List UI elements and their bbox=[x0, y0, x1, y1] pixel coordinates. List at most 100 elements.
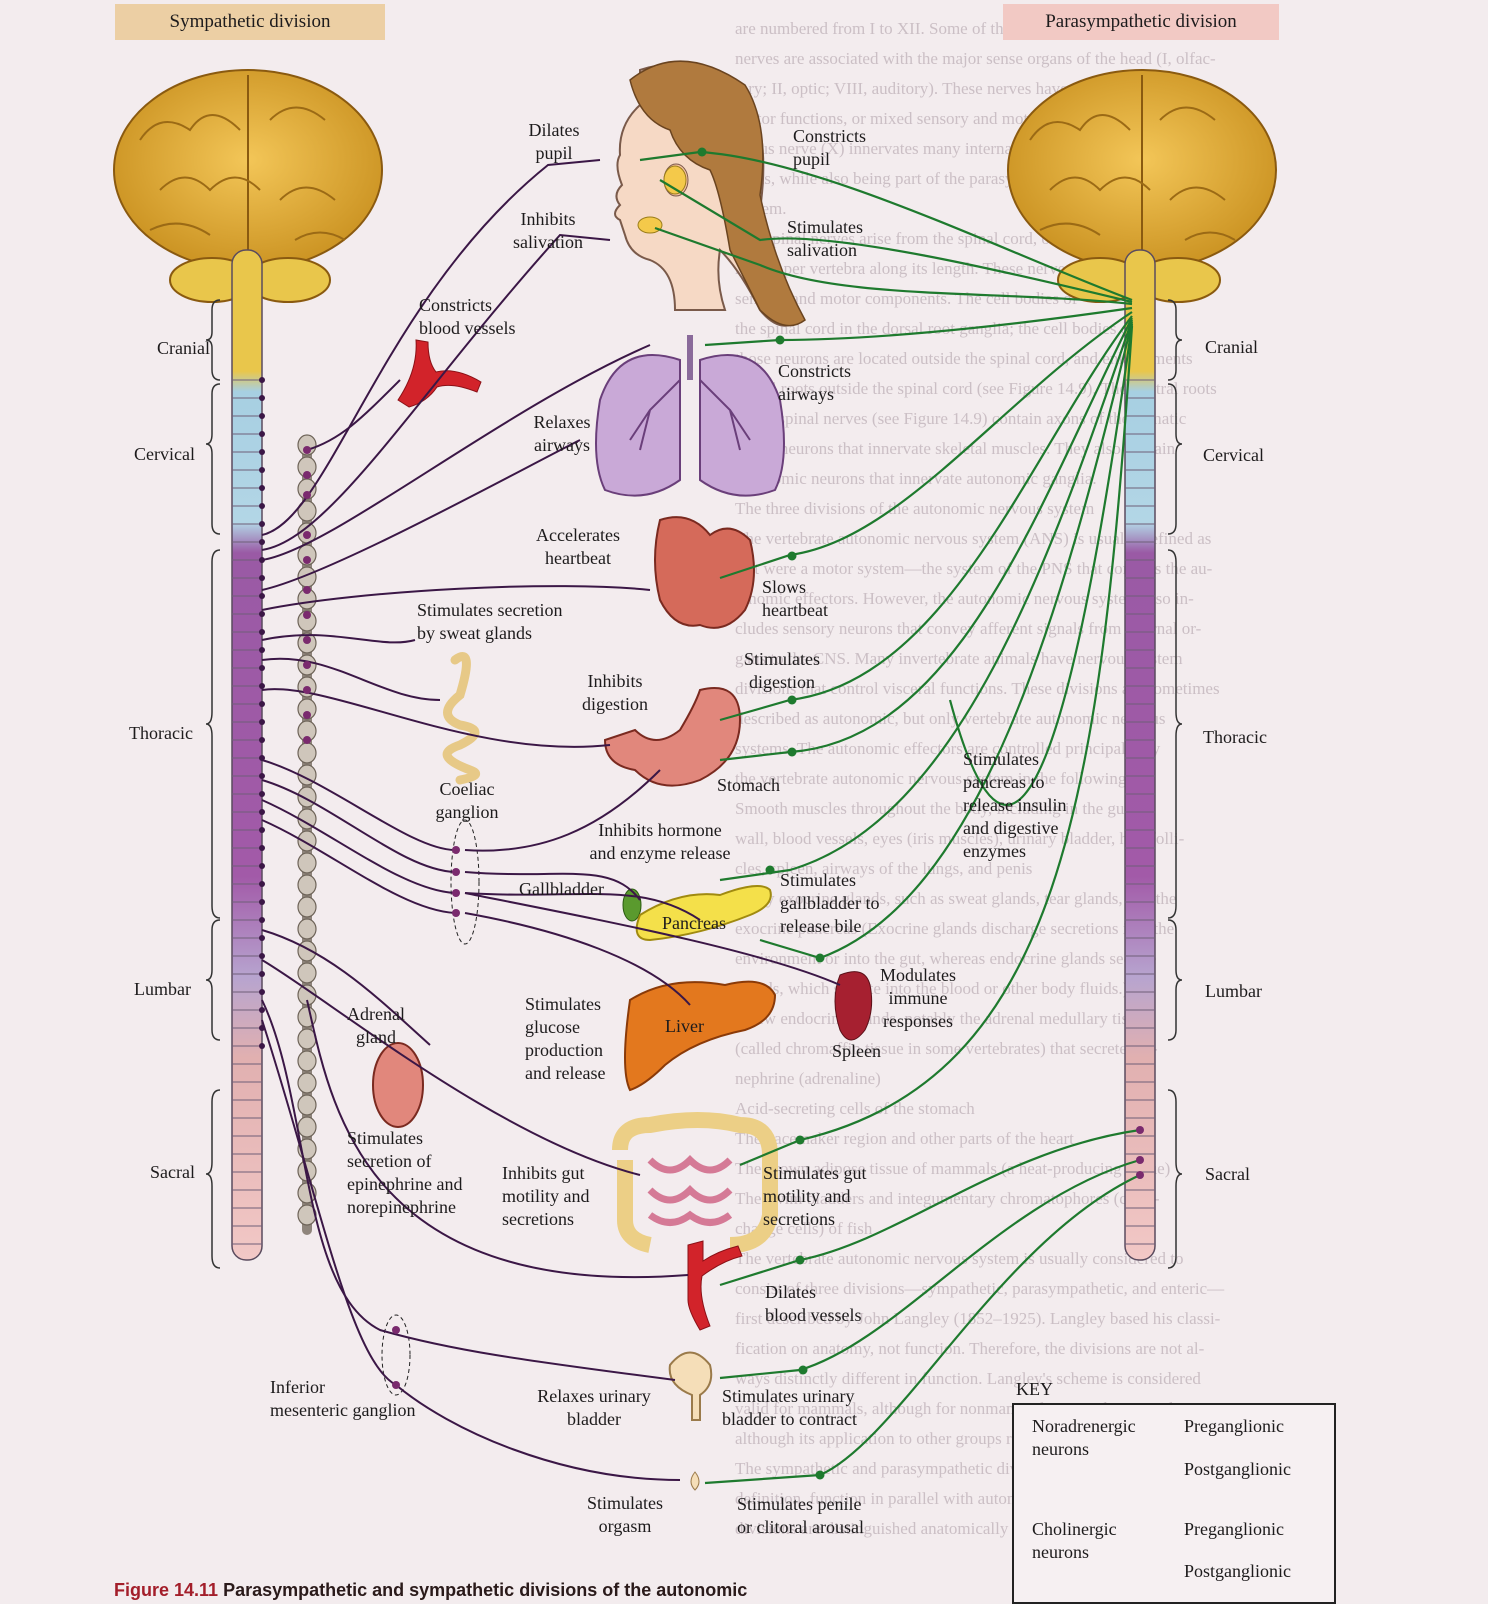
preganglionic-node bbox=[452, 868, 460, 876]
parasympathetic-nerve bbox=[739, 325, 1134, 1167]
preganglionic-node bbox=[303, 611, 311, 619]
cord-exit-node bbox=[259, 989, 265, 995]
label-liver: Liver bbox=[665, 1016, 704, 1036]
chain-ganglion bbox=[297, 896, 317, 918]
chain-ganglion bbox=[297, 1050, 317, 1072]
chain-ganglion bbox=[297, 1116, 317, 1138]
cord-exit-node bbox=[259, 1007, 265, 1013]
cord-exit-node bbox=[259, 755, 265, 761]
sympathetic-nerve bbox=[464, 892, 841, 986]
preganglionic-node bbox=[303, 636, 311, 644]
cord-exit-node bbox=[259, 737, 265, 743]
key-title: KEY bbox=[1016, 1379, 1053, 1399]
parasympathetic-nerve bbox=[704, 1174, 1141, 1485]
sympathetic-nerve bbox=[261, 439, 581, 591]
label-spleen: Spleen bbox=[832, 1041, 881, 1061]
preganglionic-node bbox=[303, 586, 311, 594]
figure-caption: Figure 14.11 Parasympathetic and sympath… bbox=[114, 1580, 747, 1601]
sympathetic-nerve bbox=[261, 657, 441, 701]
inferior-mesenteric-ganglion-ring bbox=[381, 1314, 411, 1396]
cord-exit-node bbox=[259, 521, 265, 527]
sympathetic-nerve bbox=[306, 379, 401, 451]
parasympathetic-ganglion-node bbox=[775, 335, 785, 345]
blood-vessel-upper bbox=[397, 339, 482, 408]
cord-exit-node bbox=[259, 935, 265, 941]
spinal-level-braces bbox=[205, 299, 1183, 1269]
label-pancreas: Pancreas bbox=[662, 913, 726, 933]
cord-exit-node bbox=[259, 611, 265, 617]
stomach bbox=[603, 687, 742, 787]
preganglionic-node bbox=[303, 491, 311, 499]
preganglionic-node bbox=[452, 846, 460, 854]
level-cranial-left: Cranial bbox=[157, 338, 210, 358]
blood-vessel-lower bbox=[687, 1240, 743, 1331]
heart bbox=[654, 516, 755, 629]
sympathetic-nerve bbox=[261, 929, 431, 1046]
chain-ganglion bbox=[297, 1072, 317, 1094]
cord-exit-node bbox=[259, 773, 265, 779]
sympathetic-spinal-cord bbox=[231, 249, 263, 1261]
cord-exit-node bbox=[259, 827, 265, 833]
sympathetic-nerve bbox=[261, 799, 456, 894]
cord-exit-node bbox=[259, 485, 265, 491]
cord-exit-node bbox=[259, 719, 265, 725]
cord-exit-node bbox=[259, 665, 265, 671]
sympathetic-nerve bbox=[261, 688, 611, 748]
key-noradrenergic-postganglionic: Postganglionic bbox=[1184, 1459, 1291, 1479]
sympathetic-nerve bbox=[261, 959, 641, 1176]
parasympathetic-division-header: Parasympathetic division bbox=[1003, 4, 1279, 40]
preganglionic-node bbox=[303, 686, 311, 694]
parasympathetic-ganglion-node bbox=[787, 551, 797, 561]
cord-exit-node bbox=[259, 1043, 265, 1049]
label-gallbladder: Gallbladder bbox=[519, 879, 604, 899]
cord-exit-node bbox=[259, 413, 265, 419]
parasympathetic-nerve bbox=[719, 1128, 1141, 1287]
cord-exit-node bbox=[259, 647, 265, 653]
lungs bbox=[595, 335, 785, 497]
preganglionic-node bbox=[303, 736, 311, 744]
parasympathetic-nerve bbox=[639, 150, 1133, 302]
parasympathetic-ganglion-node bbox=[795, 1255, 805, 1265]
small-intestine-coil bbox=[442, 652, 481, 785]
level-lumbar-right: Lumbar bbox=[1205, 981, 1262, 1001]
preganglionic-node bbox=[1136, 1171, 1144, 1179]
cord-exit-node bbox=[259, 431, 265, 437]
parasympathetic-nerve bbox=[719, 319, 1134, 882]
parasympathetic-nerve bbox=[704, 306, 1133, 347]
sympathetic-nerve bbox=[464, 892, 701, 921]
sympathetic-nerve bbox=[464, 912, 691, 1006]
salivary-gland bbox=[637, 216, 663, 234]
cord-exit-node bbox=[259, 917, 265, 923]
cord-exit-node bbox=[259, 377, 265, 383]
chain-ganglion bbox=[297, 874, 317, 896]
preganglionic-node bbox=[303, 531, 311, 539]
parasympathetic-nerve bbox=[948, 323, 1134, 806]
chain-ganglion bbox=[297, 962, 317, 984]
figure-caption-text: Parasympathetic and sympathetic division… bbox=[223, 1580, 748, 1600]
liver bbox=[624, 980, 777, 1092]
sympathetic-nerve bbox=[261, 233, 611, 551]
parasympathetic-ganglion-node bbox=[697, 147, 707, 157]
cord-exit-node bbox=[259, 791, 265, 797]
genital bbox=[690, 1471, 700, 1491]
parasympathetic-nerve bbox=[659, 179, 1133, 304]
level-sacral-left: Sacral bbox=[150, 1162, 195, 1182]
